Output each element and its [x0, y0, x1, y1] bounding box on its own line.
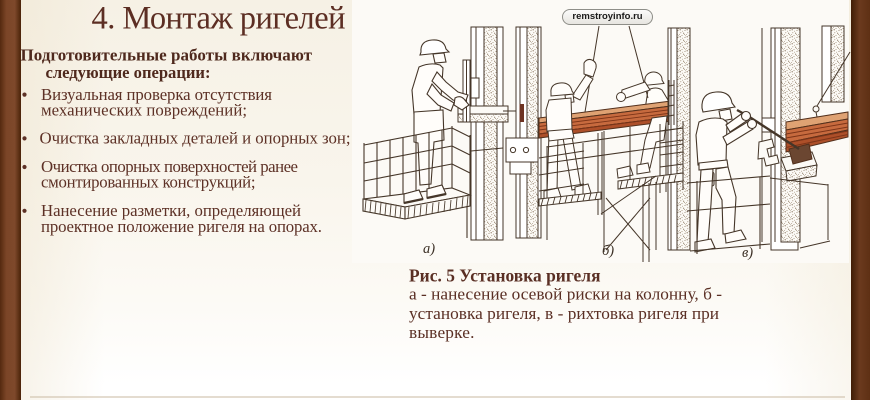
svg-text:проектное положение ригеля на: проектное положение ригеля на опорах. — [41, 217, 322, 236]
svg-text:Нанесение разметки, определяющ: Нанесение разметки, определяющей — [41, 201, 301, 220]
svg-text:следующие операции:: следующие операции: — [46, 63, 211, 82]
svg-text:Визуальная проверка отсутствия: Визуальная проверка отсутствия — [41, 85, 272, 104]
svg-text:в): в) — [742, 245, 753, 261]
svg-text:механических повреждений;: механических повреждений; — [41, 101, 247, 120]
svg-text:Очистка опорных поверхностей р: Очистка опорных поверхностей ранее — [41, 157, 298, 176]
svg-text:Рис. 5 Установка ригеля: Рис. 5 Установка ригеля — [409, 265, 601, 285]
svg-text:Очистка закладных деталей и оп: Очистка закладных деталей и опорных зон; — [40, 129, 351, 148]
svg-text:б): б) — [602, 243, 614, 259]
svg-text:4. Монтаж ригелей: 4. Монтаж ригелей — [92, 0, 346, 36]
svg-text:установка ригеля, в - рихтовка: установка ригеля, в - рихтовка ригеля пр… — [409, 304, 719, 323]
svg-text:а - нанесение осевой риски на: а - нанесение осевой риски на колонну, б… — [409, 285, 722, 304]
svg-text:смонтированных конструкций;: смонтированных конструкций; — [41, 173, 256, 192]
svg-text:Подготовительные работы включа: Подготовительные работы включают — [21, 46, 313, 65]
svg-text:выверке.: выверке. — [409, 323, 475, 342]
svg-text:а): а) — [423, 241, 435, 257]
